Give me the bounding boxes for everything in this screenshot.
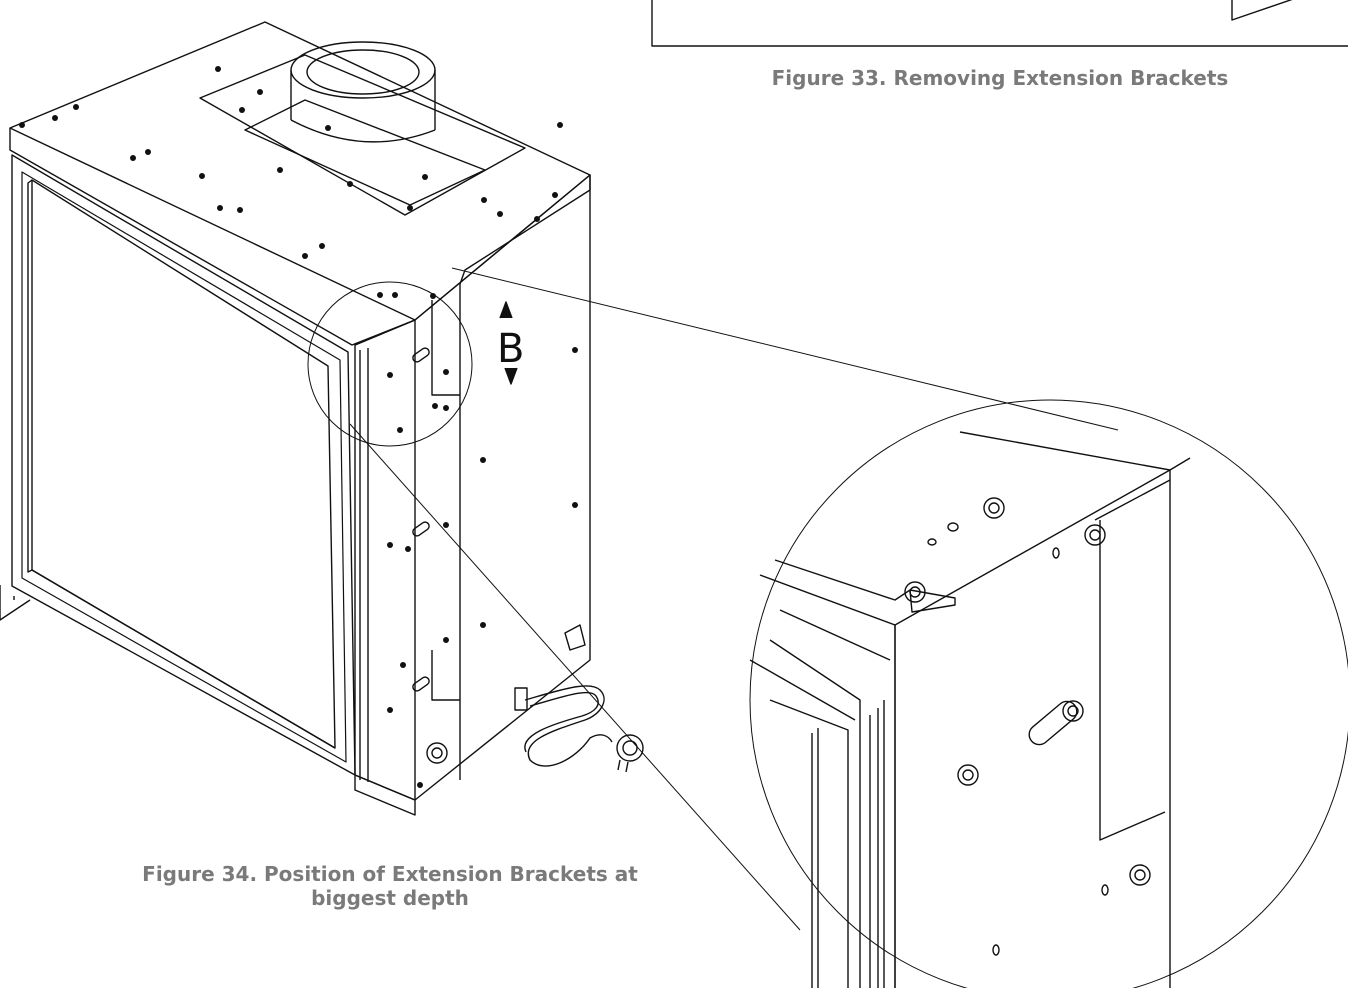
figure33-frame-fragment: [651, 0, 1348, 47]
detail-b-label: B: [497, 326, 524, 372]
detail-b-callout: [307, 267, 1119, 931]
figure34-caption-line2: biggest depth: [311, 886, 469, 910]
figure34-caption-line1: Figure 34. Position of Extension Bracket…: [142, 862, 638, 886]
figure34-caption: Figure 34. Position of Extension Bracket…: [110, 862, 670, 910]
detail-b-magnified-view: [749, 399, 1348, 988]
figure33-caption: Figure 33. Removing Extension Brackets: [771, 66, 1229, 90]
fireplace-unit: [0, 21, 644, 816]
rivet-dots: [19, 66, 578, 788]
